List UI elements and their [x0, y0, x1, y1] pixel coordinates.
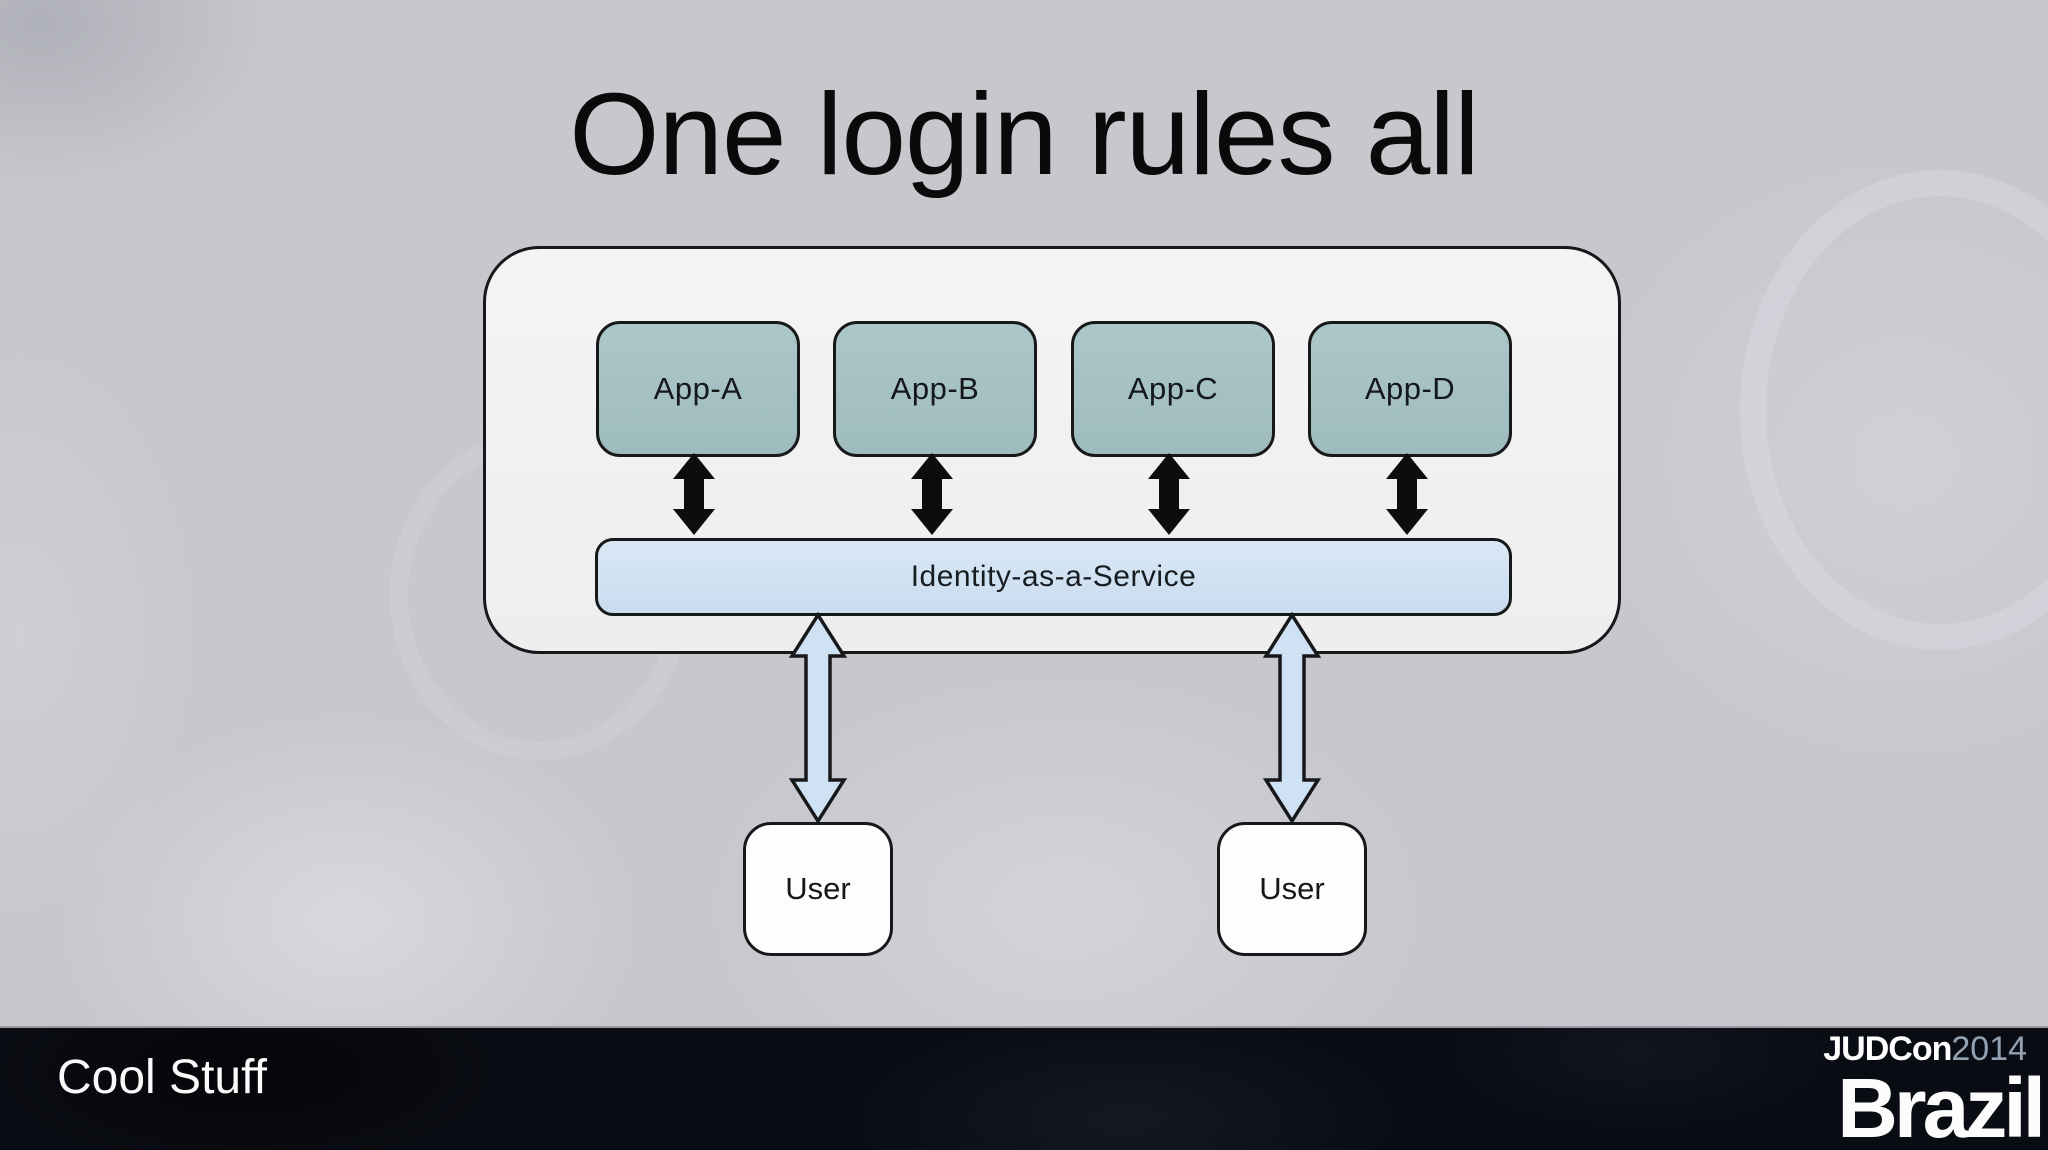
app-box-label: App-D	[1364, 371, 1456, 406]
user-box: User	[1217, 822, 1367, 956]
app-box-label: App-A	[653, 371, 743, 406]
service-user-arrow-icon	[1262, 612, 1322, 824]
page-title: One login rules all	[569, 69, 1480, 199]
app-service-arrow-icon	[1148, 453, 1190, 535]
app-box-label: App-C	[1127, 371, 1219, 406]
app-box-a: App-A	[596, 321, 800, 457]
app-service-arrow-icon	[1386, 453, 1428, 535]
judcon-logo-brand: JUDCon	[1823, 1030, 1952, 1068]
footer-bar: Cool Stuff JUDCon2014 Brazil	[0, 1026, 2048, 1150]
app-box-b: App-B	[833, 321, 1037, 457]
judcon-logo-location: Brazil	[1837, 1061, 2046, 1150]
user-box: User	[743, 822, 893, 956]
judcon-logo: JUDCon2014 Brazil	[1823, 1032, 2046, 1150]
judcon-logo-line1: JUDCon2014	[1823, 1032, 2027, 1066]
app-box-d: App-D	[1308, 321, 1512, 457]
service-user-arrow-icon	[788, 612, 848, 824]
background-watermark-ring	[1740, 170, 2048, 650]
app-service-arrow-icon	[911, 453, 953, 535]
user-box-label: User	[785, 871, 851, 906]
app-box-c: App-C	[1071, 321, 1275, 457]
judcon-logo-year: 2014	[1951, 1030, 2027, 1068]
identity-service-label: Identity-as-a-Service	[910, 560, 1197, 593]
app-box-label: App-B	[890, 371, 980, 406]
identity-service-bar: Identity-as-a-Service	[595, 538, 1512, 616]
footer-caption: Cool Stuff	[57, 1051, 267, 1104]
app-service-arrow-icon	[673, 453, 715, 535]
user-box-label: User	[1259, 871, 1325, 906]
